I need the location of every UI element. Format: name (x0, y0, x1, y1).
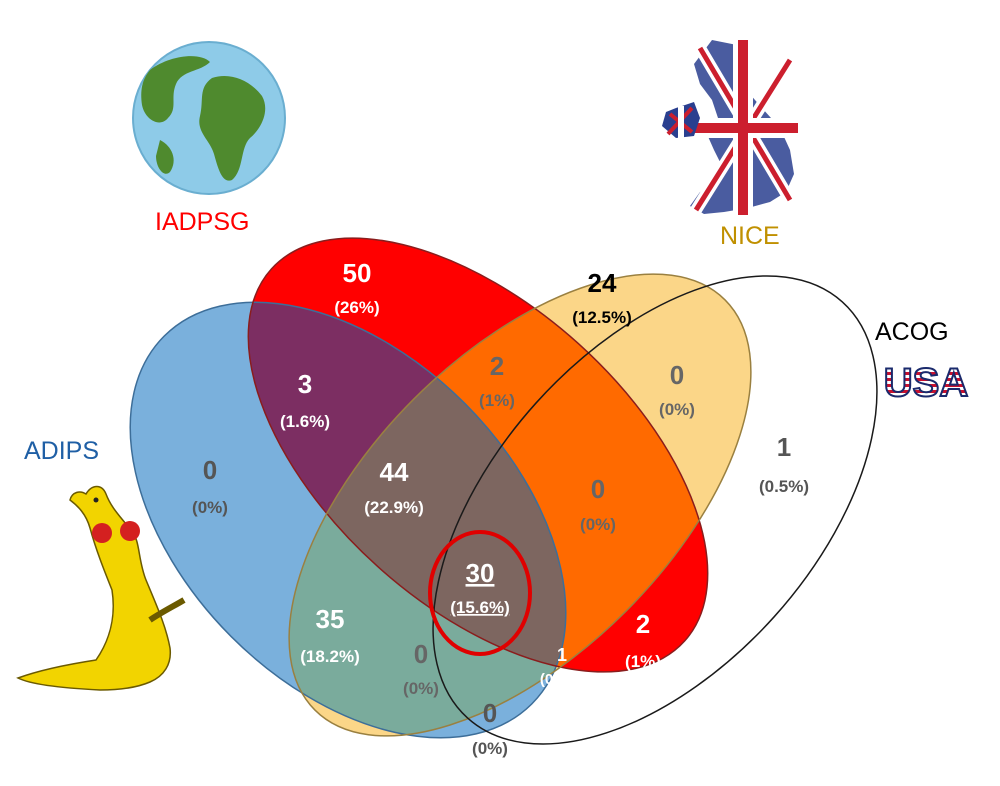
region-acog-only: 1 (0.5%) (759, 432, 809, 496)
region-percent: (0.5%) (540, 671, 584, 688)
region-value: 24 (588, 268, 617, 298)
region-percent: (0%) (192, 498, 228, 517)
region-iadpsg-nice: 2 (1%) (479, 351, 515, 410)
region-value: 0 (414, 639, 428, 669)
region-iadpsg-only: 50 (26%) (334, 258, 379, 317)
region-percent: (15.6%) (450, 598, 510, 617)
region-percent: (0%) (580, 515, 616, 534)
region-percent: (0%) (659, 400, 695, 419)
set-label-nice: NICE (720, 222, 780, 250)
region-adips-acog: 0 (0%) (472, 698, 508, 758)
region-value: 50 (343, 258, 372, 288)
region-value: 30 (466, 558, 495, 588)
region-iadpsg-acog: 2 (1%) (625, 609, 661, 671)
set-label-adips: ADIPS (24, 437, 100, 465)
region-all-four: 30 (15.6%) (450, 558, 510, 617)
region-adips-iadpsg: 3 (1.6%) (280, 369, 330, 431)
region-percent: (0%) (472, 739, 508, 758)
region-percent: (1.6%) (280, 412, 330, 431)
region-value: 3 (298, 369, 312, 399)
region-adips-iadpsg-acog: 1 (0.5%) (540, 645, 584, 688)
region-value: 2 (636, 609, 650, 639)
region-value: 0 (203, 455, 217, 485)
region-adips-nice: 35 (18.2%) (300, 604, 360, 666)
region-percent: (0.5%) (759, 477, 809, 496)
region-value: 44 (380, 457, 409, 487)
region-percent: (12.5%) (572, 308, 632, 327)
region-percent: (18.2%) (300, 647, 360, 666)
uk-flag-map-icon (662, 40, 798, 215)
region-adips-iadpsg-nice: 44 (22.9%) (364, 457, 424, 517)
set-label-iadpsg: IADPSG (155, 208, 250, 236)
region-nice-acog: 0 (0%) (659, 360, 695, 419)
highlight-ring (428, 530, 532, 656)
region-value: 2 (490, 351, 504, 381)
region-adips-nice-acog: 0 (0%) (403, 639, 439, 698)
region-percent: (26%) (334, 298, 379, 317)
region-percent: (1%) (625, 652, 661, 671)
kangaroo-icon (16, 485, 186, 691)
region-iadpsg-nice-acog: 0 (0%) (580, 474, 616, 534)
region-value: 0 (670, 360, 684, 390)
region-value: 0 (591, 474, 605, 504)
region-value: 0 (483, 698, 497, 728)
region-percent: (1%) (479, 391, 515, 410)
region-adips-only: 0 (0%) (192, 455, 228, 517)
region-value: 1 (557, 645, 567, 665)
region-nice-only: 24 (12.5%) (572, 268, 632, 327)
globe-icon (132, 41, 286, 195)
region-percent: (22.9%) (364, 498, 424, 517)
region-percent: (0%) (403, 679, 439, 698)
set-acog-ellipse (432, 275, 878, 745)
region-value: 1 (777, 432, 791, 462)
region-value: 35 (316, 604, 345, 634)
set-label-acog: ACOG (875, 318, 949, 346)
usa-flag-text-icon: USA (883, 360, 969, 406)
svg-text:USA: USA (884, 361, 968, 405)
